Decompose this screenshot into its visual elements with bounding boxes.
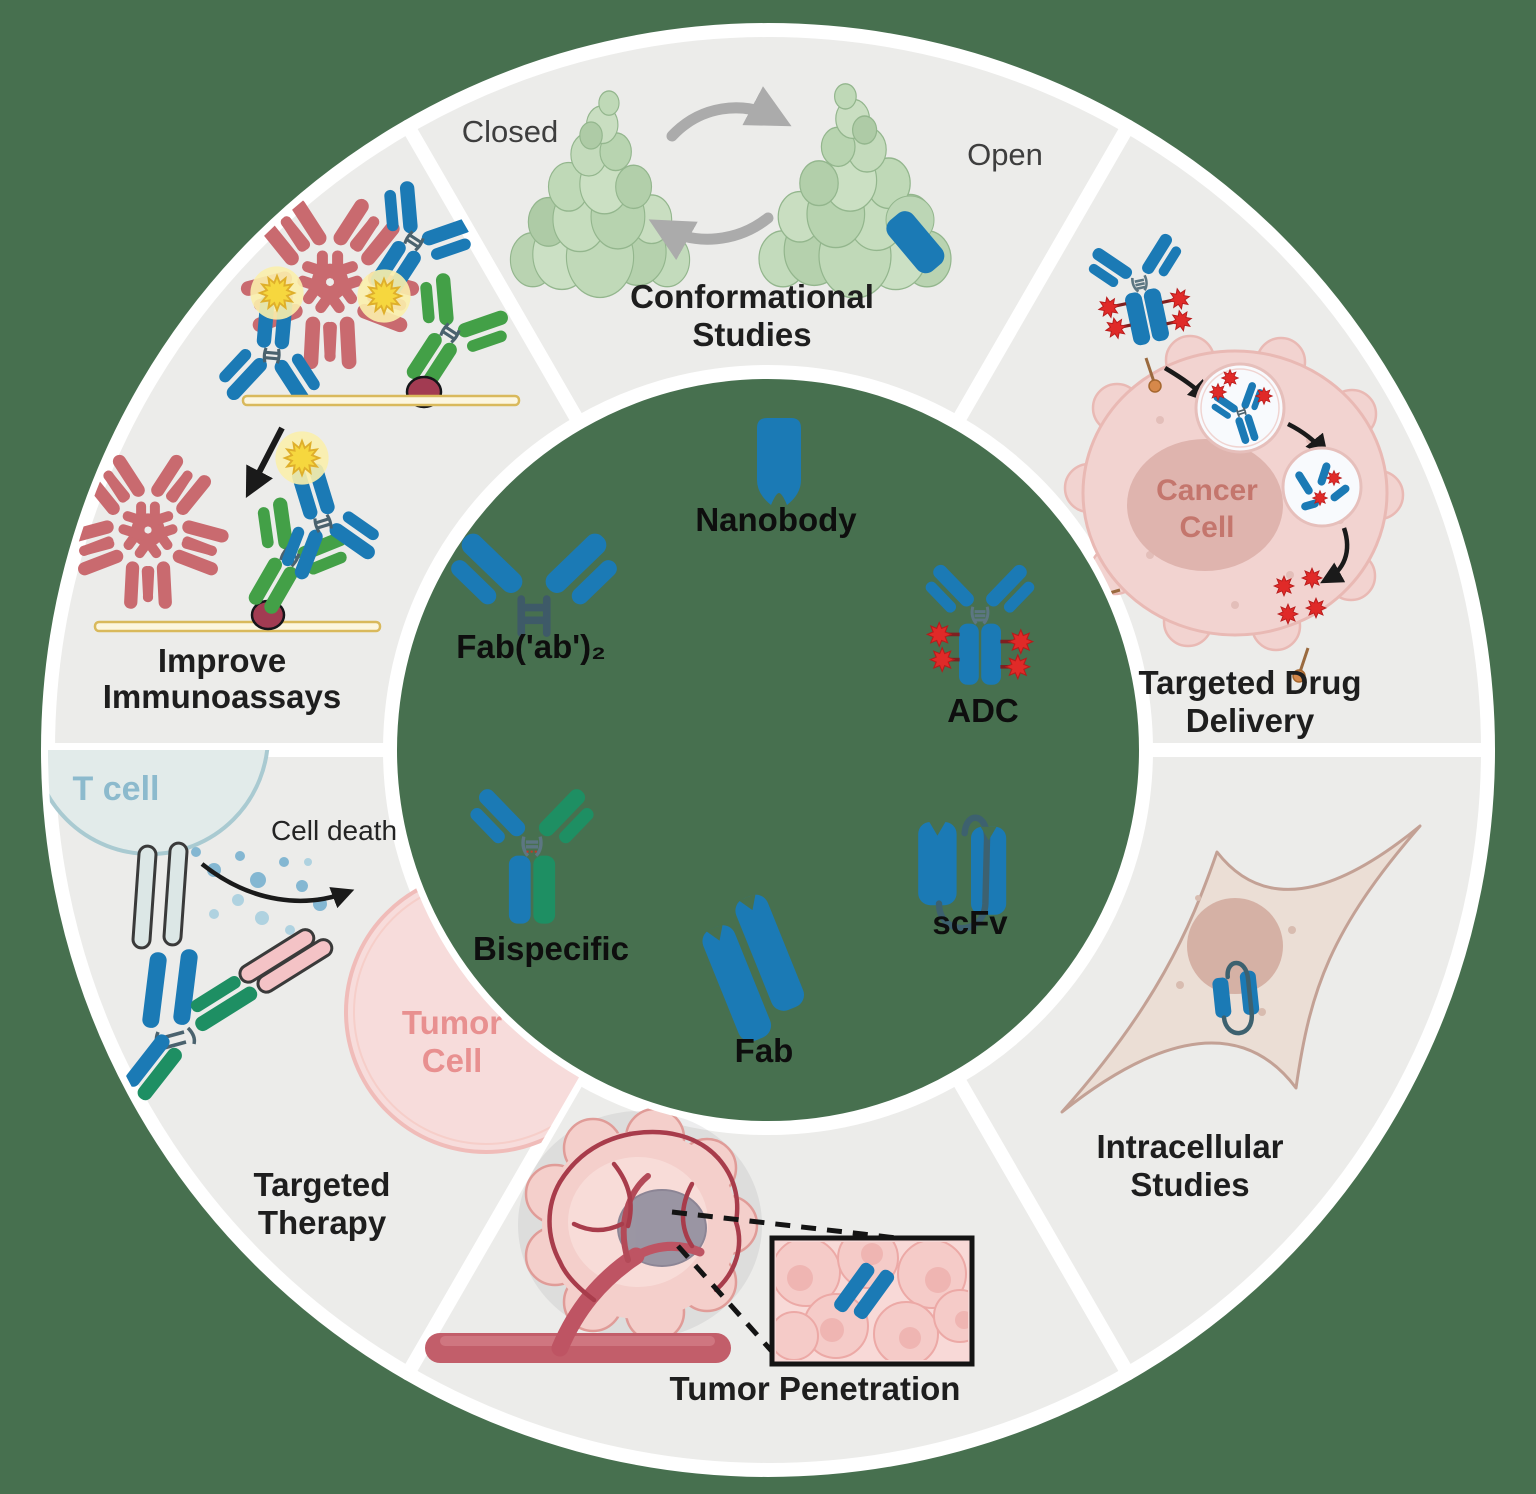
improvement-arrow xyxy=(245,426,285,498)
fab-icon xyxy=(702,893,805,1042)
blood-vessels xyxy=(425,1129,742,1363)
fab-label: Fab xyxy=(735,1032,794,1069)
tumor-mass xyxy=(524,1107,759,1343)
targeted-therapy-label-line2: Therapy xyxy=(258,1204,387,1241)
adc-label: ADC xyxy=(947,692,1019,729)
scfv-inside-cell xyxy=(1212,960,1260,1036)
drug-delivery-label-line2: Delivery xyxy=(1186,702,1315,739)
segment-improve-immunoassays: Improve Immunoassays xyxy=(59,165,528,715)
endosome-vesicle-1 xyxy=(1194,362,1286,454)
tumor-cell-label-line2: Cell xyxy=(422,1042,483,1079)
targeted-therapy-label-line1: Targeted xyxy=(254,1166,391,1203)
t-cell-label: T cell xyxy=(73,770,160,808)
fibroblast-nucleus xyxy=(1187,898,1283,994)
immunoassays-label-line1: Improve xyxy=(158,642,286,679)
release-arrow xyxy=(1320,527,1350,584)
fab2-icon xyxy=(451,533,617,637)
cancer-cell-label-line2: Cell xyxy=(1179,511,1234,544)
tissue-inset xyxy=(769,1235,975,1367)
bispecific-bridge xyxy=(125,841,334,1101)
assay-surface-1 xyxy=(241,394,521,407)
cancer-cell-nucleus xyxy=(1127,439,1283,571)
fluorophore-star-2 xyxy=(249,265,305,321)
tumor-cell-label-line1: Tumor xyxy=(402,1004,502,1041)
segment-targeted-drug-delivery: Cancer Cell xyxy=(1063,228,1405,739)
center-formats: Nanobody Fab('ab')₂ ADC scFv Fab xyxy=(451,418,1041,1069)
state-open-label: Open xyxy=(967,137,1043,172)
fluorophore-star-3 xyxy=(274,430,330,486)
cell-death-label: Cell death xyxy=(271,815,397,846)
endosome-vesicle-2 xyxy=(1281,446,1363,528)
intracellular-label-line2: Studies xyxy=(1130,1166,1249,1203)
cancer-cell-label-line1: Cancer xyxy=(1156,474,1258,507)
immunoassays-label-line2: Immunoassays xyxy=(103,678,341,715)
cell-death-arrow xyxy=(200,862,355,909)
conformational-label-line1: Conformational xyxy=(630,278,874,315)
fluorophore-star-1 xyxy=(356,268,412,324)
assay-surface-2 xyxy=(93,620,382,633)
tumor-penetration-label: Tumor Penetration xyxy=(670,1370,961,1407)
bispecific-icon xyxy=(470,789,594,924)
state-closed-label: Closed xyxy=(462,114,559,149)
bound-nanobody-wedge xyxy=(886,211,945,274)
scfv-icon xyxy=(918,814,1007,932)
drug-delivery-label-line1: Targeted Drug xyxy=(1138,664,1361,701)
cell-death-dots xyxy=(191,847,327,935)
nanobody-label: Nanobody xyxy=(695,501,857,538)
fab-in-tissue xyxy=(834,1262,895,1320)
fab2-label: Fab('ab')₂ xyxy=(456,628,606,665)
nanobody-icon xyxy=(757,418,801,505)
bispecific-label: Bispecific xyxy=(473,930,629,967)
intracellular-label-line1: Intracellular xyxy=(1096,1128,1283,1165)
scfv-label: scFv xyxy=(932,904,1008,941)
segment-conformational-studies: Closed Open Conformational Studies xyxy=(462,83,1043,353)
segment-intracellular-studies: Intracellular Studies xyxy=(1060,824,1422,1203)
cycle-arrow-left xyxy=(648,212,774,261)
conformational-label-line2: Studies xyxy=(692,316,811,353)
cycle-arrow-right xyxy=(666,86,792,142)
segment-tumor-penetration: Tumor Penetration xyxy=(425,1107,975,1407)
